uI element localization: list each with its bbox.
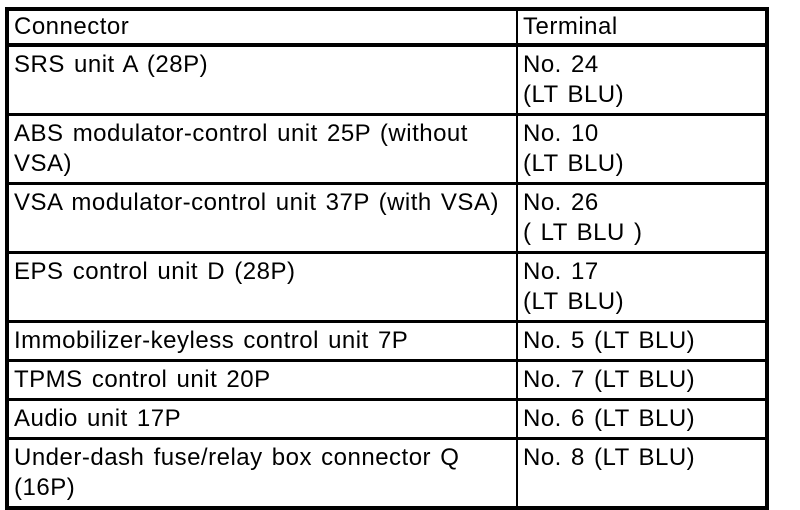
wiring-table: Connector Terminal SRS unit A (28P) No. …: [9, 11, 765, 506]
header-row: Connector Terminal: [9, 11, 765, 47]
table-row: Immobilizer-keyless control unit 7P No. …: [9, 320, 765, 361]
terminal-cell: No. 5 (LT BLU): [517, 320, 765, 361]
connector-cell: Audio unit 17P: [9, 398, 518, 439]
terminal-cell: No. 24 (LT BLU): [523, 51, 625, 108]
terminal-cell: No. 7 (LT BLU): [517, 359, 765, 400]
terminal-cell: No. 8 (LT BLU): [517, 437, 765, 506]
table-row: EPS control unit D (28P) No. 17 (LT BLU): [9, 251, 765, 322]
terminal-cell: No. 17 (LT BLU): [517, 251, 765, 322]
terminal-cell: No. 6 (LT BLU): [517, 398, 765, 439]
connector-cell: Immobilizer-keyless control unit 7P: [9, 320, 518, 361]
table-row: Audio unit 17P No. 6 (LT BLU): [9, 398, 765, 439]
connector-cell: VSA modulator-control unit 37P (with VSA…: [9, 182, 518, 253]
connector-cell: SRS unit A (28P): [9, 45, 518, 115]
table-row: TPMS control unit 20P No. 7 (LT BLU): [9, 359, 765, 400]
connector-cell: ABS modulator-control unit 25P (without …: [9, 113, 518, 184]
column-header-connector: Connector: [9, 11, 518, 47]
table-row: ABS modulator-control unit 25P (without …: [9, 113, 765, 184]
connector-cell: Under-dash fuse/relay box connector Q (1…: [9, 437, 518, 506]
connector-terminal-table: Connector Terminal SRS unit A (28P) No. …: [5, 7, 769, 510]
terminal-cell: No. 26 ( LT BLU ): [517, 182, 765, 253]
connector-cell: TPMS control unit 20P: [9, 359, 518, 400]
connector-cell: EPS control unit D (28P): [9, 251, 518, 322]
table-row: VSA modulator-control unit 37P (with VSA…: [9, 182, 765, 253]
table-row: Under-dash fuse/relay box connector Q (1…: [9, 437, 765, 506]
table-row: SRS unit A (28P) No. 24 (LT BLU): [9, 45, 765, 115]
terminal-cell: No. 10 (LT BLU): [517, 113, 765, 184]
column-header-terminal: Terminal: [517, 11, 765, 47]
